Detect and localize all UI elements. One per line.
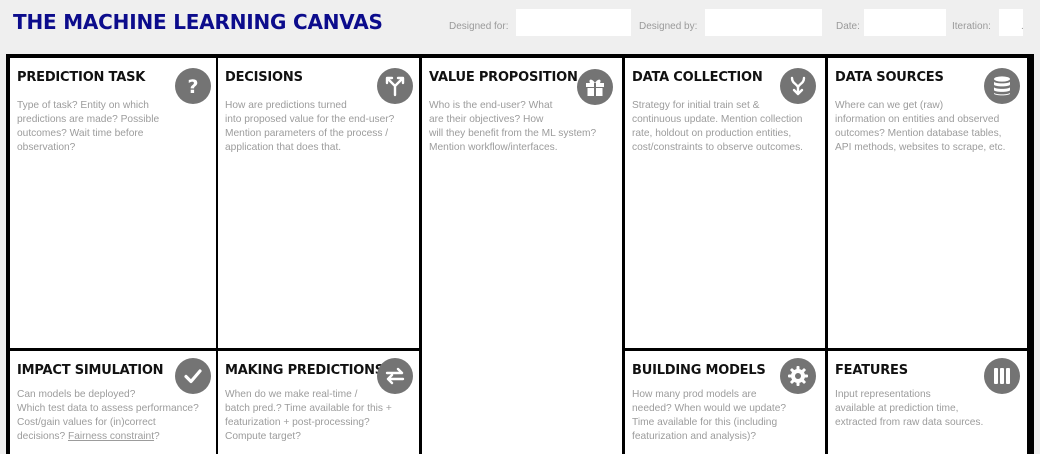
merge-arrow-icon — [780, 68, 816, 104]
fork-icon — [377, 68, 413, 104]
canvas-header: THE MACHINE LEARNING CANVAS Designed for… — [0, 0, 1040, 54]
cell-description: Can models be deployed? Which test data … — [17, 388, 199, 444]
cell-description: How many prod models are needed? When wo… — [632, 389, 787, 442]
date-label: Date: — [836, 21, 860, 32]
cell-title: DECISIONS — [225, 70, 303, 85]
designed-for-label: Designed for: — [449, 21, 509, 32]
swap-arrows-icon — [377, 358, 413, 394]
gear-icon — [780, 358, 816, 394]
cell-title: DATA COLLECTION — [632, 70, 763, 85]
cell-data-sources[interactable]: DATA SOURCES Where can we get (raw) info… — [828, 58, 1027, 348]
cell-description: Where can we get (raw) information on en… — [835, 100, 1006, 153]
iteration-field[interactable] — [999, 9, 1023, 36]
cell-description: Strategy for initial train set & continu… — [632, 100, 804, 153]
cell-description: Type of task? Entity on which prediction… — [17, 100, 160, 153]
cell-impact-simulation[interactable]: IMPACT SIMULATION Can models be deployed… — [10, 351, 216, 454]
checkmark-icon — [175, 358, 211, 394]
cell-title: DATA SOURCES — [835, 70, 944, 85]
iteration-suffix: . — [1021, 21, 1024, 32]
columns-icon — [984, 358, 1020, 394]
description-end: ? — [154, 431, 160, 442]
date-field[interactable] — [864, 9, 946, 36]
cell-description: Input representations available at predi… — [835, 389, 984, 428]
cell-title: BUILDING MODELS — [632, 363, 766, 378]
cell-value-proposition[interactable]: VALUE PROPOSITION Who is the end-user? W… — [422, 58, 622, 454]
cell-making-predictions[interactable]: MAKING PREDICTIONS When do we make real-… — [218, 351, 419, 454]
fairness-constraint-link[interactable]: Fairness constraint — [67, 431, 155, 442]
cell-features[interactable]: FEATURES Input representations available… — [828, 351, 1027, 454]
cell-decisions[interactable]: DECISIONS How are predictions turned int… — [218, 58, 419, 348]
cell-title: PREDICTION TASK — [17, 70, 146, 85]
question-icon: ? — [175, 68, 211, 104]
cell-title: IMPACT SIMULATION — [17, 363, 164, 378]
svg-text:?: ? — [187, 76, 198, 98]
gift-icon — [577, 69, 613, 105]
cell-title: FEATURES — [835, 363, 908, 378]
cell-data-collection[interactable]: DATA COLLECTION Strategy for initial tra… — [625, 58, 825, 348]
designed-for-field[interactable] — [516, 9, 631, 36]
description-text: Can models be deployed? Which test data … — [17, 389, 199, 442]
cell-building-models[interactable]: BUILDING MODELS How many prod models are… — [625, 351, 825, 454]
ml-canvas-grid: PREDICTION TASK ? Type of task? Entity o… — [6, 54, 1034, 454]
cell-description: How are predictions turned into proposed… — [225, 100, 395, 153]
cell-prediction-task[interactable]: PREDICTION TASK ? Type of task? Entity o… — [10, 58, 216, 348]
cell-description: When do we make real-time / batch pred.?… — [225, 389, 392, 442]
iteration-label: Iteration: — [952, 21, 991, 32]
designed-by-field[interactable] — [705, 9, 822, 36]
cell-title: MAKING PREDICTIONS — [225, 363, 384, 378]
designed-by-label: Designed by: — [639, 21, 698, 32]
cell-description: Who is the end-user? What are their obje… — [429, 100, 597, 153]
database-icon — [984, 68, 1020, 104]
page-title: THE MACHINE LEARNING CANVAS — [13, 10, 383, 34]
cell-title: VALUE PROPOSITION — [429, 70, 578, 85]
